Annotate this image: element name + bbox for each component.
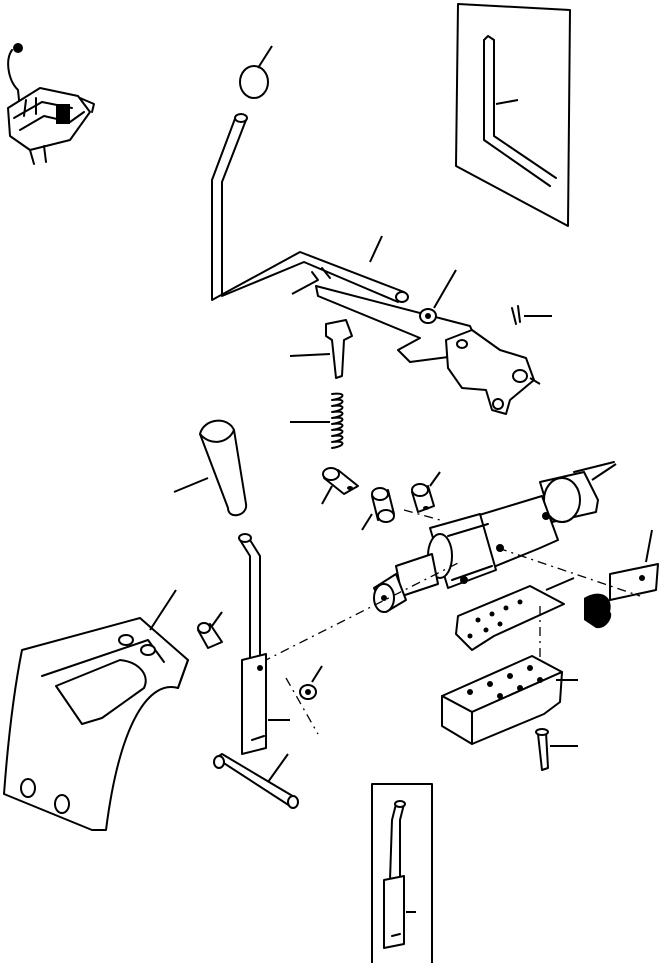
switch-assembly bbox=[7, 43, 95, 165]
shift-shaft bbox=[321, 467, 359, 505]
nut bbox=[419, 269, 457, 324]
bushing bbox=[411, 471, 441, 513]
plunger bbox=[289, 319, 353, 379]
valve-block bbox=[441, 655, 578, 745]
pivot-plate bbox=[291, 279, 541, 415]
gasket bbox=[455, 577, 575, 651]
assembly-lines bbox=[261, 509, 641, 735]
bushing bbox=[361, 487, 395, 531]
lower-lever-inset bbox=[371, 783, 433, 963]
cover-panel bbox=[3, 589, 189, 831]
handle-grip bbox=[173, 419, 248, 517]
cotter-pin bbox=[511, 305, 552, 325]
lower-lever bbox=[238, 533, 290, 755]
washer bbox=[299, 665, 323, 700]
hydraulic-cylinder bbox=[373, 461, 617, 613]
spring-clip bbox=[584, 529, 659, 629]
spring bbox=[290, 392, 344, 449]
pin bbox=[197, 611, 223, 649]
rod bbox=[213, 753, 299, 809]
bolt bbox=[535, 728, 578, 771]
shift-knob bbox=[239, 45, 273, 99]
shift-lever bbox=[211, 113, 409, 303]
lever-detail-inset bbox=[455, 3, 571, 227]
